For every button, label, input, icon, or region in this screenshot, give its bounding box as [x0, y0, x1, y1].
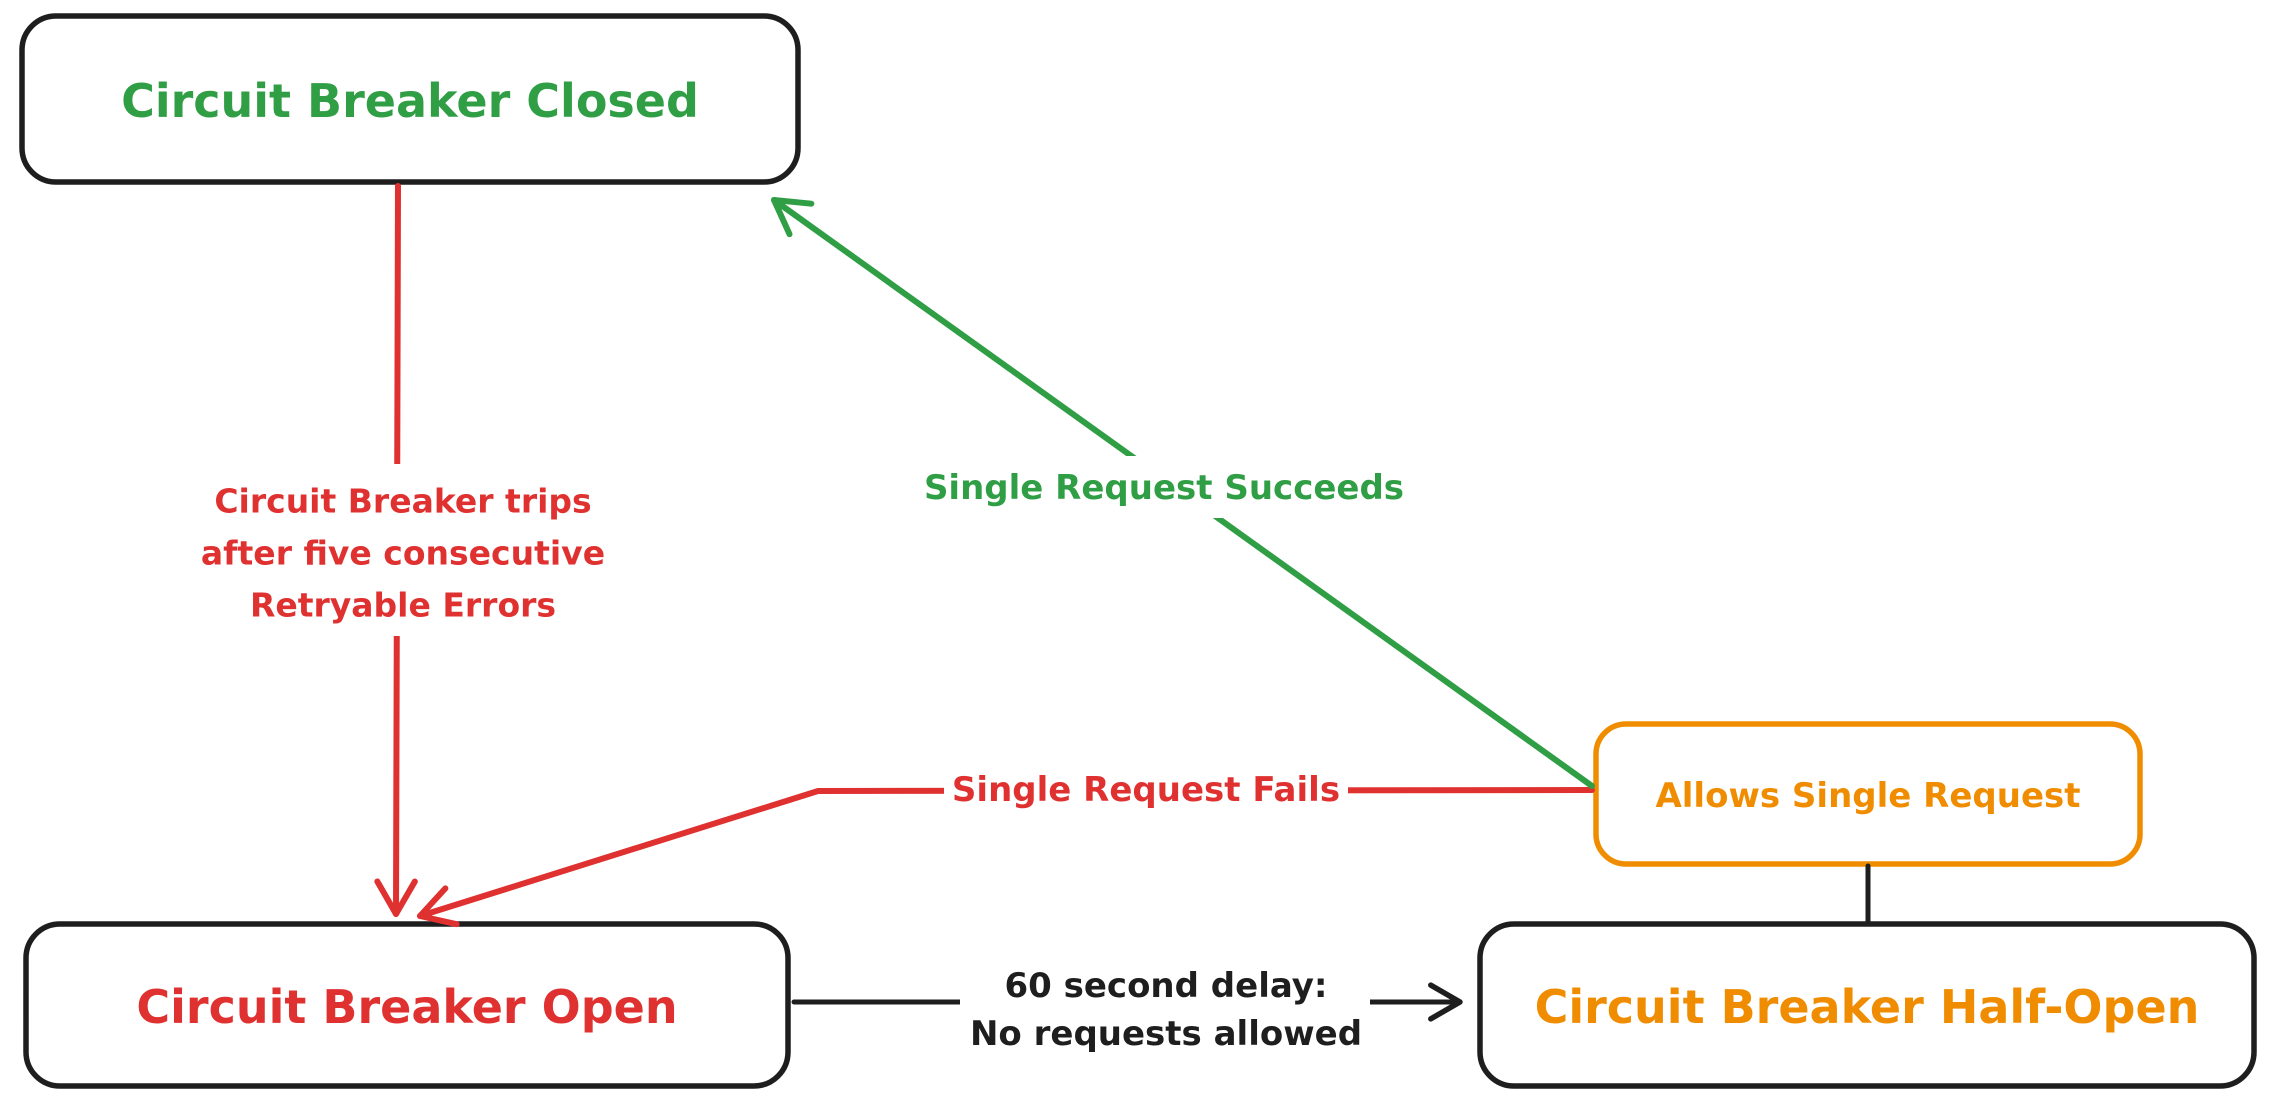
node-closed-label: Circuit Breaker Closed — [121, 74, 699, 128]
node-open-box — [23, 921, 791, 1089]
edge-trip-label-line1: Circuit Breaker trips — [214, 482, 591, 521]
edge-trip-label-line3: Retryable Errors — [250, 586, 556, 625]
node-open-label: Circuit Breaker Open — [136, 980, 677, 1034]
node-closed-box — [19, 13, 801, 185]
edge-fails-label-bg — [944, 762, 1348, 819]
node-allows-single-request-label: Allows Single Request — [1655, 776, 2080, 816]
edge-trip-label-line2: after five consecutive — [201, 534, 605, 573]
edge-delay-label-line1: 60 second delay: — [1004, 966, 1327, 1006]
edge-delay-label-bg — [960, 952, 1370, 1056]
edge-trip-label-bg — [182, 464, 626, 636]
edge-fails-label: Single Request Fails — [952, 770, 1340, 810]
edge-succeeds-label: Single Request Succeeds — [924, 468, 1404, 508]
edge-succeeds-label-bg — [918, 456, 1410, 518]
node-half-open-label: Circuit Breaker Half-Open — [1535, 980, 2200, 1034]
edge-delay-label-line2: No requests allowed — [970, 1014, 1362, 1054]
